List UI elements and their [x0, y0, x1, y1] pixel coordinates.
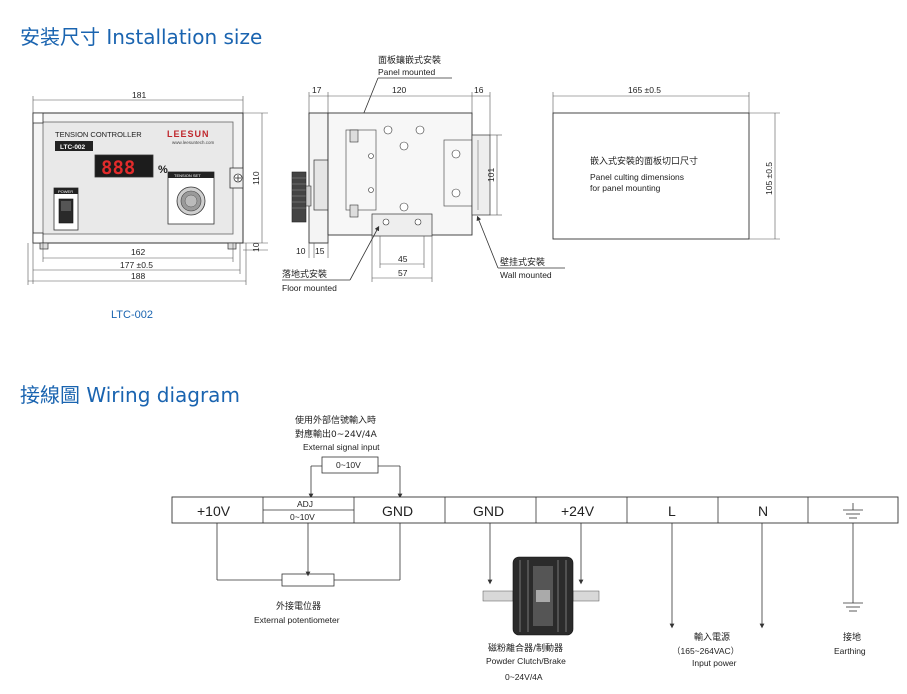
- signal-en: External signal input: [303, 442, 380, 452]
- dim-181: 181: [132, 90, 146, 100]
- display-unit: %: [158, 164, 168, 176]
- powder-clutch-icon: [482, 556, 600, 636]
- side-view: 面板鑲嵌式安裝 Panel mounted 17 120 16: [282, 54, 565, 293]
- wall-mounted-cn: 壁挂式安裝: [500, 256, 545, 268]
- brand-website: www.leesuntech.com: [172, 140, 215, 145]
- terminal-plus24v: +24V: [561, 503, 595, 519]
- mount-screw-icon: [383, 125, 393, 135]
- ground-icon: [843, 602, 863, 612]
- cutout-en-1: Panel culting dimensions: [590, 172, 684, 182]
- pot-cn: 外接電位器: [276, 600, 321, 612]
- earth-en: Earthing: [834, 646, 866, 656]
- power-cn: 輸入電源: [694, 631, 730, 643]
- signal-cn-1: 使用外部信號輸入時: [295, 414, 376, 426]
- panel-mounted-cn: 面板鑲嵌式安裝: [378, 54, 441, 66]
- earth-cn: 接地: [843, 631, 861, 643]
- floor-mounted-cn: 落地式安裝: [282, 268, 327, 280]
- dim-45: 45: [398, 254, 408, 264]
- dim-17: 17: [312, 85, 322, 95]
- model-caption: LTC-002: [111, 309, 153, 321]
- signal-box-label: 0~10V: [336, 460, 361, 470]
- terminal-plus10v: +10V: [197, 503, 231, 519]
- pot-en: External potentiometer: [254, 615, 340, 625]
- wiring-title: 接線圖 Wiring diagram: [20, 383, 240, 407]
- cutout-en-2: for panel mounting: [590, 183, 661, 193]
- wall-mounted-en: Wall mounted: [500, 270, 552, 280]
- terminal-n: N: [758, 503, 768, 519]
- earth-icon: [843, 503, 863, 519]
- terminal-l: L: [668, 503, 676, 519]
- power-label: POWER: [58, 189, 73, 194]
- dim-101: 101: [486, 168, 496, 182]
- dim-16: 16: [474, 85, 484, 95]
- panel-cutout: 165 ±0.5 嵌入式安裝的面板切口尺寸 Panel culting dime…: [552, 85, 780, 240]
- floor-mounted-en: Floor mounted: [282, 283, 337, 293]
- panel-mounted-en: Panel mounted: [378, 67, 435, 77]
- signal-cn-2: 對應輸出0~24V/4A: [295, 428, 378, 440]
- front-view: 181 TENSION CONTROLLER LTC-002 LEESUN ww…: [27, 90, 268, 321]
- dim-10-right: 10: [251, 242, 261, 252]
- terminal-gnd-2: GND: [473, 503, 504, 519]
- power-en: Input power: [692, 658, 737, 668]
- brand-logo: LEESUN: [167, 129, 210, 139]
- dim-177: 177 ±0.5: [120, 260, 153, 270]
- clutch-en: Powder Clutch/Brake: [486, 656, 566, 666]
- dim-110: 110: [251, 171, 261, 185]
- terminal-gnd-1: GND: [382, 503, 413, 519]
- potentiometer-icon: [281, 573, 335, 587]
- knob-side-icon: [291, 171, 307, 223]
- model-badge: LTC-002: [60, 144, 86, 151]
- display-digits: 888: [101, 157, 135, 179]
- dim-120: 120: [392, 85, 406, 95]
- dim-188: 188: [131, 271, 145, 281]
- clutch-output: 0~24V/4A: [505, 672, 543, 682]
- cutout-width: 165 ±0.5: [628, 85, 661, 95]
- dim-15: 15: [315, 246, 325, 256]
- terminal-0-10v: 0~10V: [290, 512, 315, 522]
- power-range: （165~264VAC）: [672, 646, 739, 656]
- dim-10-side: 10: [296, 246, 306, 256]
- controller-title: TENSION CONTROLLER: [55, 130, 142, 139]
- dim-162: 162: [131, 247, 145, 257]
- wiring-diagram: 使用外部信號輸入時 對應輸出0~24V/4A External signal i…: [171, 414, 899, 682]
- cutout-height: 105 ±0.5: [764, 162, 774, 195]
- signal-box: [321, 456, 379, 474]
- terminal-adj: ADJ: [297, 499, 313, 509]
- installation-title: 安装尺寸 Installation size: [20, 25, 262, 49]
- dim-57: 57: [398, 268, 408, 278]
- cutout-cn: 嵌入式安裝的面板切口尺寸: [590, 155, 698, 167]
- led-display: [94, 154, 154, 178]
- clutch-cn: 磁粉離合器/制動器: [488, 642, 563, 654]
- knob-label: TENSION SET: [174, 173, 201, 178]
